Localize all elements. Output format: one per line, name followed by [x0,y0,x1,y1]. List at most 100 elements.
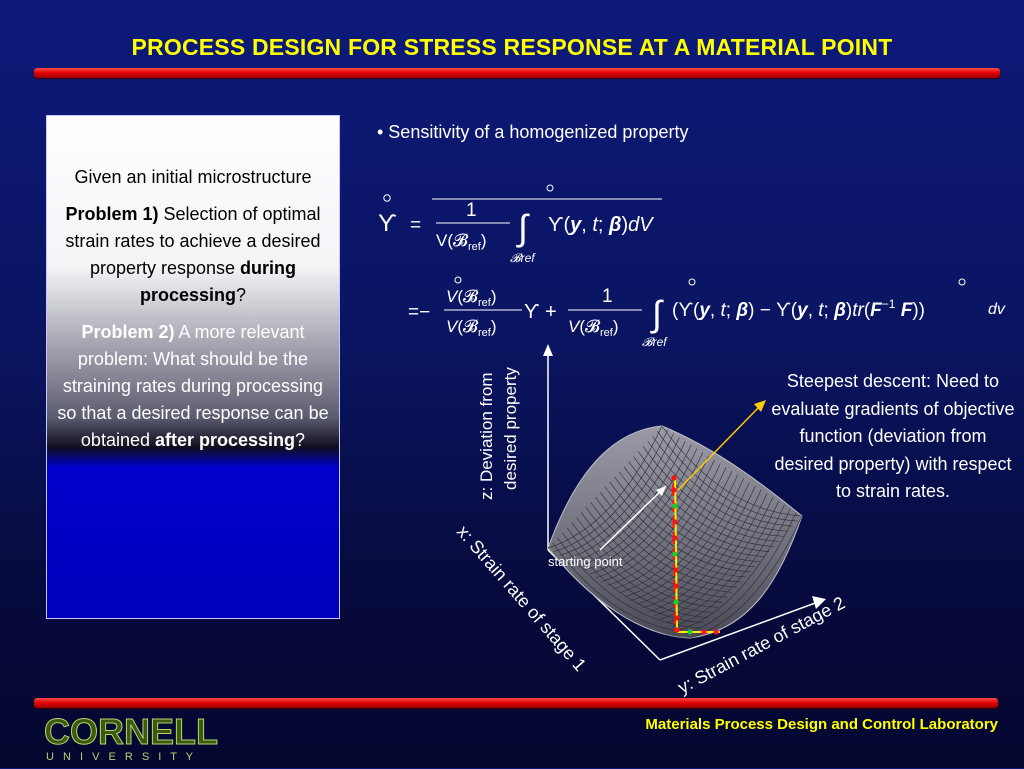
surface-mesh-line [652,435,793,527]
problem-2-label: Problem 2) [81,322,175,342]
surface-mesh-line [672,504,785,628]
dot-ring-icon [383,194,391,202]
problem-2-emph: after processing [155,430,296,450]
svg-text:V(𝓑ref): V(𝓑ref) [446,317,497,339]
surface-mesh-line [642,485,756,609]
descent-step-marker [673,567,679,573]
logo-main-text: CORNELL [44,711,218,752]
surface-mesh-line [657,430,798,522]
svg-text:𝓑ref: 𝓑ref [510,251,536,265]
svg-text:1: 1 [466,200,477,221]
surface-mesh-line [654,493,768,616]
surface-mesh-line [576,517,719,608]
surface-mesh-line [636,482,750,605]
objective-surface-plot: starting point z: Deviation from desired… [453,344,848,698]
surface-mesh-line [589,452,704,575]
lab-name: Materials Process Design and Control Lab… [645,716,998,733]
starting-point-arrowhead [656,486,666,496]
surface-mesh-line [604,486,747,578]
surface-mesh-line [562,532,705,624]
z-axis-label-2: desired property [501,367,520,490]
svg-text:V(𝓑ref): V(𝓑ref) [436,231,487,253]
problem-1-emph: during processing [139,258,297,305]
integral-sign: ∫ [516,207,530,248]
surface-mesh-line [614,476,756,568]
descent-step-marker [672,535,678,541]
surface-mesh-line [571,440,686,564]
svg-text:1: 1 [602,286,613,307]
surface-mesh-line [566,527,709,618]
surface-mesh-line [553,429,669,553]
surface-mesh-line [559,433,674,556]
surface-mesh-line [565,437,680,560]
header-divider-bar [34,68,1000,78]
descent-step-marker [713,629,719,635]
steepest-descent-note: Steepest descent: Need to evaluate gradi… [771,371,1015,501]
dot-ring-icon [688,278,696,286]
svg-text:=−: =− [408,302,430,323]
problem-2: Problem 2) A more relevant problem: What… [55,319,331,454]
z-axis-arrowhead [543,344,553,356]
surface-mesh-line [666,500,779,624]
y-axis-arrowhead [812,596,826,609]
descent-step-marker [673,599,679,605]
surface-mesh-line [595,455,709,579]
y-axis [659,601,819,661]
descent-step-marker [674,615,680,621]
dot-ring-icon [546,184,554,192]
descent-step-marker [672,519,678,525]
logo-sub-text: U N I V E R S I T Y [46,751,196,763]
problem-1-text: Selection of optimal strain rates to ach… [65,204,321,278]
footer-divider-bar [34,698,998,708]
problem-2-end: ? [295,430,306,450]
descent-step-marker [671,475,677,481]
panel-intro: Given an initial microstructure [74,167,312,187]
surface-mesh-line [633,456,775,547]
descent-step-marker [671,487,677,493]
surface-mesh-line [623,466,765,557]
surface-mesh-line [647,441,789,532]
problem-1: Problem 1) Selection of optimal strain r… [55,201,331,309]
descent-step-marker [687,629,693,635]
surface-mesh-line [583,448,698,571]
surface-mesh-line [624,474,739,598]
problem-1-end: ? [236,285,247,305]
surface-mesh-line [648,489,762,613]
equals-sign: = [410,215,421,236]
slide-title: PROCESS DESIGN FOR STRESS RESPONSE AT A … [131,34,893,60]
svg-text:ϒ +: ϒ + [524,301,557,323]
svg-text:ϒ(y, t; β)dV: ϒ(y, t; β)dV [548,214,654,236]
descent-step-marker [701,629,707,635]
surface-mesh-line [642,446,784,537]
surface-mesh-line [585,507,728,598]
surface-mesh-line [630,478,744,601]
dot-ring-icon [958,278,966,286]
surface-mesh-line [678,508,791,631]
cornell-logo: CORNELL U N I V E R S I T Y [40,708,250,769]
surface-mesh-line [607,463,721,586]
surface-mesh-line [618,470,733,594]
surface-mesh-line [601,459,715,583]
descent-step-marker [672,551,678,557]
surface-mesh-line [577,444,692,568]
surface-mesh-line [548,426,663,549]
surface-mesh-line [638,451,779,542]
surface-mesh-line [683,512,797,635]
sensitivity-bullet: • Sensitivity of a homogenized property [377,122,689,142]
svg-text:𝓑ref: 𝓑ref [642,335,668,348]
starting-point-label: starting point [548,554,623,569]
descent-step-marker [672,503,678,509]
problem-2-text: A more relevant problem: What should be … [57,322,329,450]
upsilon-symbol: ϒ [378,210,397,237]
surface-mesh-line [628,461,770,552]
starting-point-arrow [599,485,667,551]
surface-mesh-line [661,426,802,517]
svg-text:V(𝓑ref): V(𝓑ref) [568,317,619,339]
surface-mesh-line [581,512,723,603]
dot-ring-icon [454,276,462,284]
sensitivity-equation: ϒ = 1 V(𝓑ref) ∫ 𝓑ref ϒ(y, t; β)dV =− V(𝓑… [378,184,1006,348]
gradient-note-arrowhead [754,400,766,412]
problem-panel: Given an initial microstructure Problem … [46,115,340,619]
descent-step-marker [674,627,680,633]
z-axis-label-1: z: Deviation from [477,372,496,500]
